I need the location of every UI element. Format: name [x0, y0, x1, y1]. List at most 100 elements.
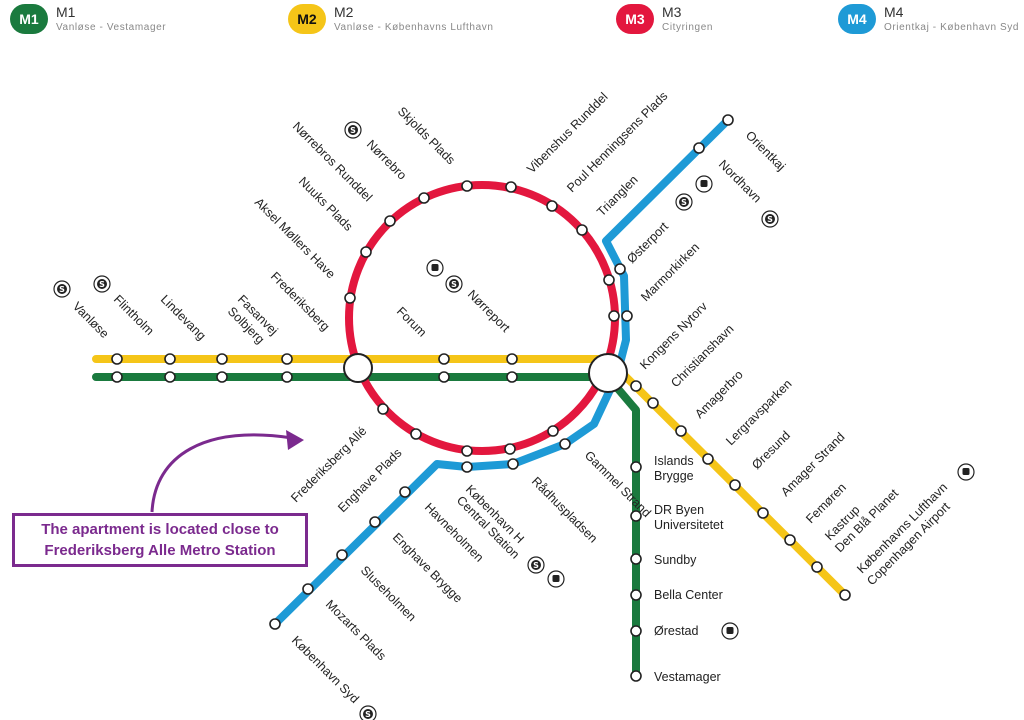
interchange-kongens-nytorv[interactable] — [588, 353, 628, 393]
station-dot-flintholm[interactable] — [164, 353, 176, 365]
label-forum: Forum — [394, 304, 429, 339]
label-kobenhavn-syd: København Syd — [289, 633, 362, 706]
legend-m2-name: M2 — [334, 4, 354, 20]
station-dot-lindevang[interactable] — [216, 371, 228, 383]
svg-text:S: S — [767, 215, 773, 224]
station-dot-norreport[interactable] — [506, 371, 518, 383]
station-dot-oresund[interactable] — [702, 453, 714, 465]
svg-text:S: S — [681, 198, 687, 207]
station-dot-gammel-strand[interactable] — [547, 425, 559, 437]
station-dot-flintholm[interactable] — [164, 371, 176, 383]
s-train-icon: S — [93, 275, 111, 293]
station-dot-frederiksberg-alle[interactable] — [377, 403, 389, 415]
station-dot-mozarts-plads[interactable] — [302, 583, 314, 595]
station-dot-radhuspladsen[interactable] — [504, 443, 516, 455]
station-dot-kastrup[interactable] — [784, 534, 796, 546]
label-amagerbro: Amagerbro — [692, 367, 746, 421]
station-dot-nordhavn[interactable] — [693, 142, 705, 154]
station-dot-vestamager[interactable] — [630, 670, 642, 682]
station-dot-enghave-brygge[interactable] — [369, 516, 381, 528]
station-dot-fasanvej[interactable] — [281, 371, 293, 383]
station-dot-kobenhavn-syd[interactable] — [269, 618, 281, 630]
m3-badge: M3 — [616, 4, 654, 34]
label-orestad: Ørestad — [654, 624, 699, 638]
train-icon — [721, 622, 739, 640]
station-dot-aksel-mollers-have[interactable] — [344, 292, 356, 304]
station-dot-lergravsparken[interactable] — [675, 425, 687, 437]
station-dot-nuuks-plads[interactable] — [360, 246, 372, 258]
train-icon — [695, 175, 713, 193]
station-dot-vanlose[interactable] — [111, 353, 123, 365]
station-dot-orestad[interactable] — [630, 625, 642, 637]
station-dot-fasanvej[interactable] — [281, 353, 293, 365]
label-oresund: Øresund — [749, 428, 793, 472]
station-dot-vibenshus-runddel[interactable] — [505, 181, 517, 193]
station-dot-bella-center[interactable] — [630, 589, 642, 601]
label-mozarts-plads: Mozarts Plads — [323, 597, 389, 663]
station-dot-gammel-strand-m4[interactable] — [559, 438, 571, 450]
station-dot-marmorkirken-m4[interactable] — [621, 310, 633, 322]
train-icon — [426, 259, 444, 277]
label-gammel-strand: Gammel Strand — [582, 448, 654, 520]
label-islands-brygge: Islands — [654, 454, 694, 468]
annotation-box: The apartment is located close to Freder… — [12, 513, 308, 567]
station-dot-radhuspladsen-m4[interactable] — [507, 458, 519, 470]
station-dot-kobenhavn-h-m4[interactable] — [461, 461, 473, 473]
label-vanlose: Vanløse — [70, 299, 112, 341]
station-dot-trianglen[interactable] — [576, 224, 588, 236]
station-dot-lindevang[interactable] — [216, 353, 228, 365]
station-dot-norrebro[interactable] — [418, 192, 430, 204]
station-dot-osterport-m4[interactable] — [614, 263, 626, 275]
s-train-icon: S — [344, 121, 362, 139]
label-norrebro: Nørrebro — [364, 137, 409, 182]
station-dot-den-bla-planet[interactable] — [811, 561, 823, 573]
s-train-icon: S — [359, 705, 377, 720]
station-dot-norrebros-runddel[interactable] — [384, 215, 396, 227]
svg-text:S: S — [59, 285, 65, 294]
station-dot-norreport[interactable] — [506, 353, 518, 365]
station-dot-havneholmen[interactable] — [399, 486, 411, 498]
label-bella-center: Bella Center — [654, 588, 723, 602]
station-dot-osterport[interactable] — [603, 274, 615, 286]
station-dot-forum[interactable] — [438, 353, 450, 365]
station-dot-marmorkirken[interactable] — [608, 310, 620, 322]
station-dot-sundby[interactable] — [630, 553, 642, 565]
svg-text:S: S — [350, 126, 356, 135]
label-sluseholmen: Sluseholmen — [358, 563, 419, 624]
station-dot-skjolds-plads[interactable] — [461, 180, 473, 192]
label-poul-henningsens-plads: Poul Henningsens Plads — [564, 89, 670, 195]
svg-text:S: S — [99, 280, 105, 289]
m4-badge: M4 — [838, 4, 876, 34]
label-lindevang: Lindevang — [158, 292, 209, 343]
station-dot-kobenhavn-h[interactable] — [461, 445, 473, 457]
s-train-icon: S — [53, 280, 71, 298]
station-dot-islands-brygge[interactable] — [630, 461, 642, 473]
station-dot-vanlose[interactable] — [111, 371, 123, 383]
station-dot-amagerbro[interactable] — [647, 397, 659, 409]
legend-m1-name: M1 — [56, 4, 76, 20]
label-norreport: Nørreport — [465, 287, 513, 335]
station-dot-dr-byen[interactable] — [630, 510, 642, 522]
station-dot-kobenhavns-lufthavn[interactable] — [839, 589, 851, 601]
station-dot-christianshavn[interactable] — [630, 380, 642, 392]
label-vestamager: Vestamager — [654, 670, 721, 684]
interchange-frederiksberg[interactable] — [343, 353, 373, 383]
label-dr-byen-2: Universitetet — [654, 518, 724, 532]
s-train-icon: S — [527, 556, 545, 574]
legend-m3-name: M3 — [662, 4, 682, 20]
m1-badge: M1 — [10, 4, 48, 34]
station-dot-sluseholmen[interactable] — [336, 549, 348, 561]
station-dot-poul-henningsens-plads[interactable] — [546, 200, 558, 212]
station-dot-orientkaj[interactable] — [722, 114, 734, 126]
label-nordhavn: Nordhavn — [716, 157, 764, 205]
s-train-icon: S — [675, 193, 693, 211]
airport-train-icon — [957, 463, 975, 481]
svg-text:S: S — [451, 280, 457, 289]
legend-m1-description: Vanløse - Vestamager — [56, 22, 167, 33]
s-train-icon: S — [761, 210, 779, 228]
station-dot-forum[interactable] — [438, 371, 450, 383]
station-dot-femoren[interactable] — [757, 507, 769, 519]
station-dot-amager-strand[interactable] — [729, 479, 741, 491]
station-dot-enghave-plads[interactable] — [410, 428, 422, 440]
